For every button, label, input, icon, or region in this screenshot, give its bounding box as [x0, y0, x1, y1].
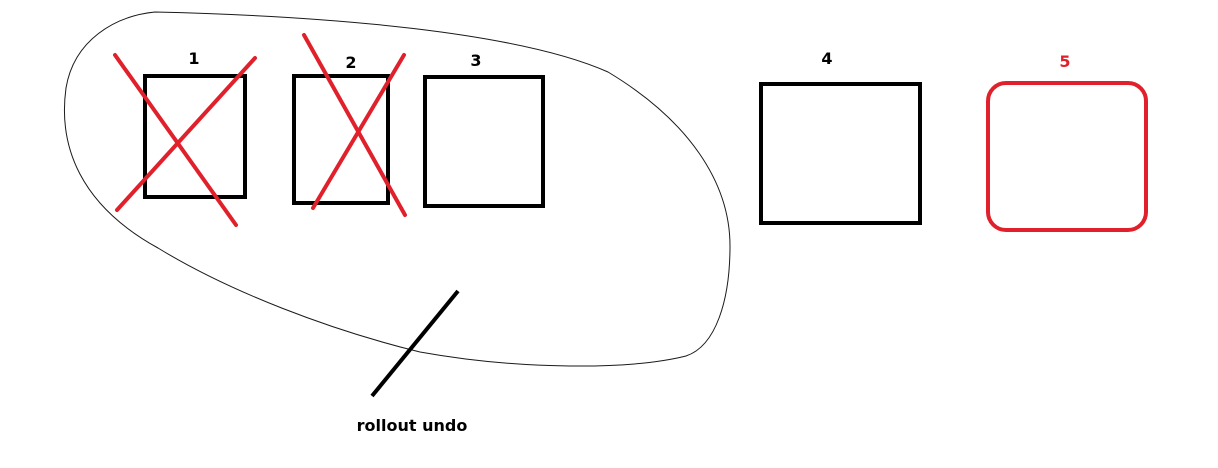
- box-4: 4: [759, 49, 922, 225]
- group-outline: [63, 11, 731, 367]
- box-1-square: [143, 74, 247, 199]
- box-1: 1: [113, 49, 257, 227]
- caption-pointer-line: [370, 289, 460, 398]
- box-3-label: 3: [470, 51, 481, 70]
- box-3: 3: [423, 51, 545, 208]
- box-5-rounded-square: [986, 81, 1148, 232]
- box-2-cross-mark: [302, 33, 407, 217]
- box-5-label: 5: [1059, 52, 1070, 71]
- box-2: 2: [292, 33, 407, 217]
- box-1-label: 1: [188, 49, 199, 68]
- box-3-square: [423, 75, 545, 208]
- box-4-label: 4: [821, 49, 832, 68]
- box-2-square: [292, 74, 390, 205]
- box-1-cross-mark: [113, 53, 257, 227]
- box-2-label: 2: [345, 53, 356, 72]
- box-4-square: [759, 82, 922, 225]
- caption-text: rollout undo: [357, 416, 468, 435]
- box-5: 5: [986, 52, 1148, 232]
